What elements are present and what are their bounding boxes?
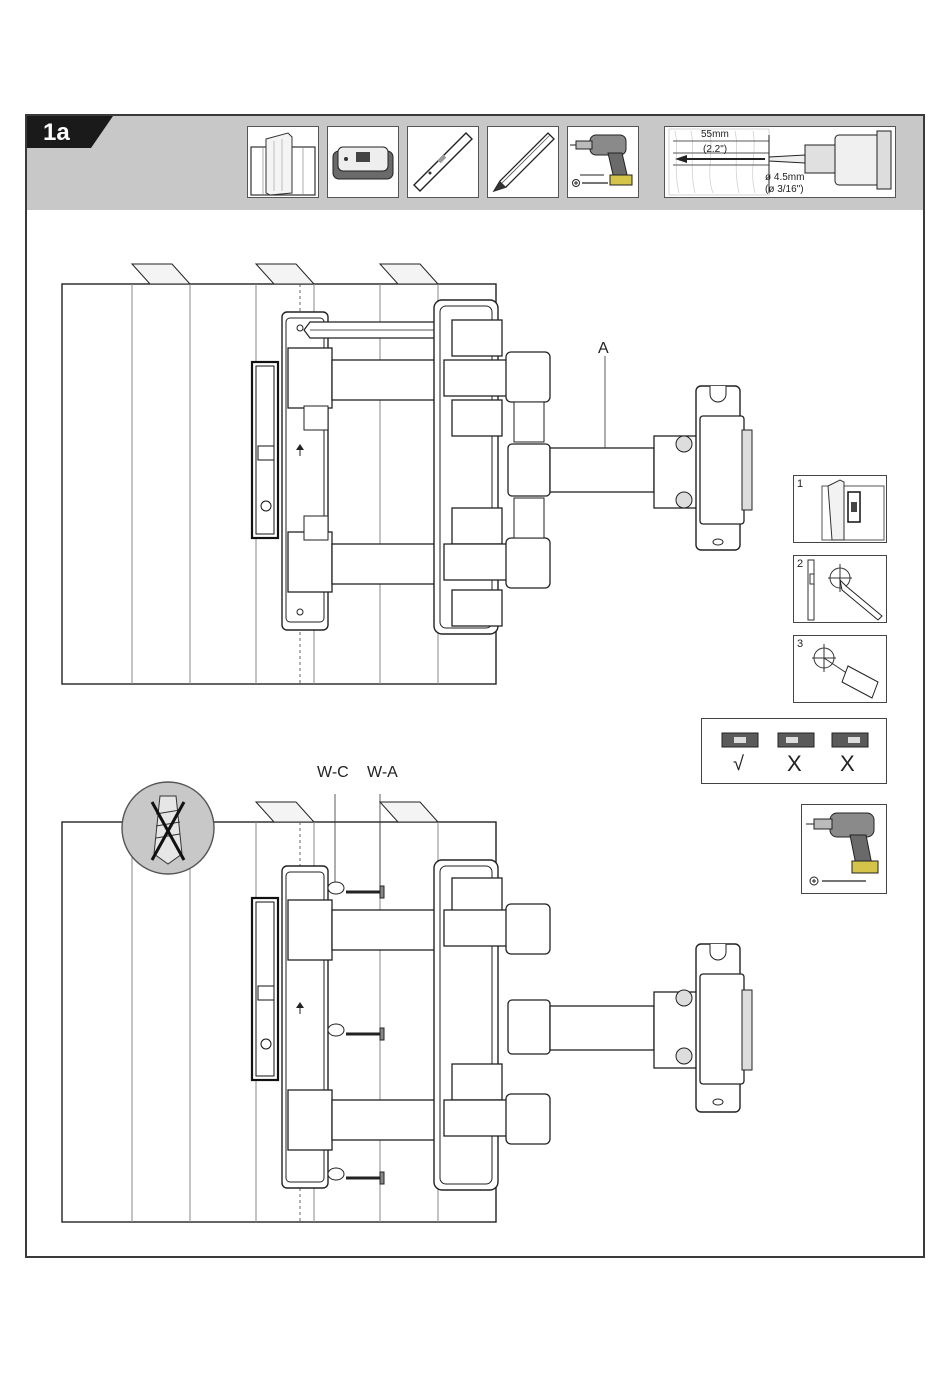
no-anchor-icon <box>120 780 216 876</box>
drill-screw-box <box>801 804 887 894</box>
screw-callout: W-A <box>367 764 398 782</box>
substep-1-box: 1 <box>793 475 887 543</box>
arm-callout: A <box>598 340 609 358</box>
level-bad-mark-2: X <box>840 751 855 777</box>
level-check-box: √ X X <box>701 718 887 784</box>
drill-depth-mm: 55mm <box>701 129 729 140</box>
drill-icon <box>567 126 639 198</box>
tools-header: 1a <box>27 116 923 210</box>
mount-illustration-top <box>60 260 760 690</box>
drill-bit-mm: ø 4.5mm <box>765 172 804 183</box>
stud-finder-icon <box>327 126 399 198</box>
step-label: 1a <box>43 119 70 147</box>
substep-2-box: 2 <box>793 555 887 623</box>
level-icon <box>407 126 479 198</box>
drill-spec-diagram: 55mm (2.2") ø 4.5mm (ø 3/16") <box>664 126 896 198</box>
drill-bit-in: (ø 3/16") <box>765 184 804 195</box>
drill-depth-in: (2.2") <box>703 144 727 155</box>
level-bad-mark-1: X <box>787 751 802 777</box>
pencil-icon <box>487 126 559 198</box>
wood-stud-icon <box>247 126 319 198</box>
washer-callout: W-C <box>317 764 349 782</box>
level-ok-mark: √ <box>733 753 744 776</box>
step-tab <box>27 116 113 148</box>
substep-3-box: 3 <box>793 635 887 703</box>
